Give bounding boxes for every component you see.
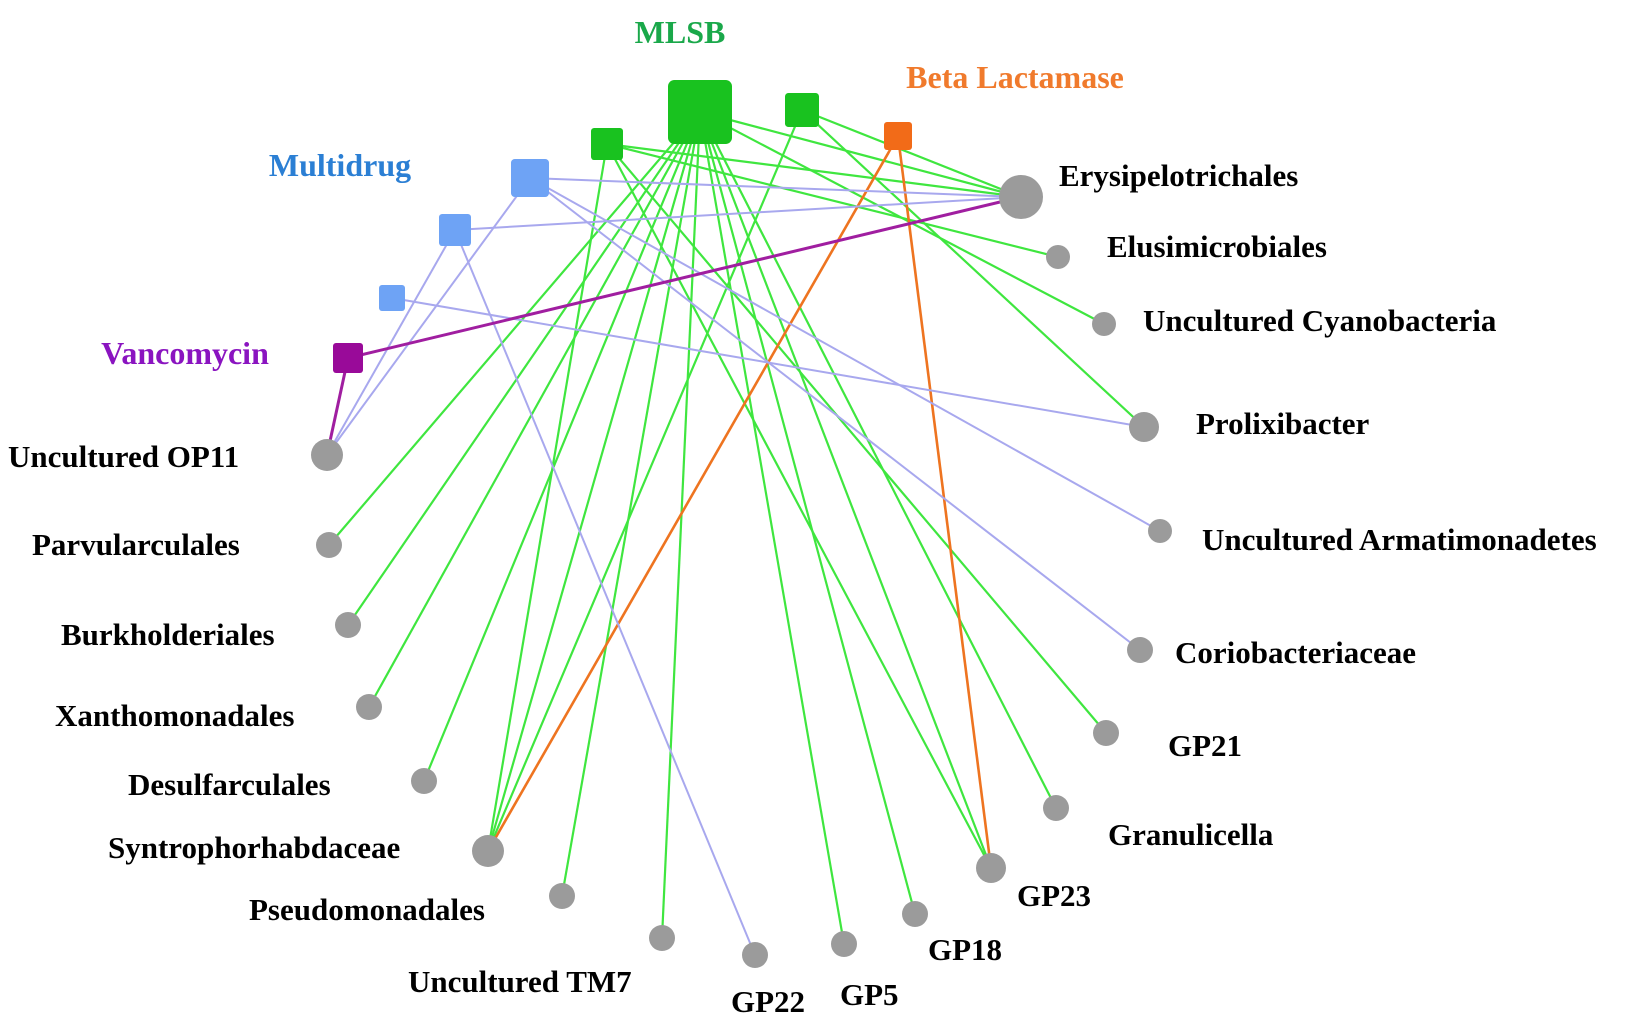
edge-mlsb_small-syntrophorhabdaceae (486, 143, 609, 852)
taxon-label-xanthomonadales: Xanthomonadales (55, 698, 294, 733)
taxon-node-xanthomonadales[interactable] (356, 694, 382, 720)
edge-multi_small-prolixibacter (391, 297, 1145, 428)
taxon-node-burkholderiales[interactable] (335, 612, 361, 638)
taxon-label-uncultured-op11: Uncultured OP11 (8, 439, 239, 474)
edge-multi_mid-gp22 (454, 229, 756, 956)
edge-mlsb_small-gp21 (606, 143, 1107, 734)
taxon-label-gp5: GP5 (840, 977, 899, 1012)
edges-layer (325, 108, 1161, 956)
taxon-label-syntrophorhabdaceae: Syntrophorhabdaceae (108, 830, 400, 865)
edge-mlsb_mid-syntrophorhabdaceae (486, 109, 804, 852)
taxon-node-uncultured_op11[interactable] (311, 439, 343, 471)
edge-mlsb_big-erysipelotrichales (699, 110, 1022, 199)
edge-mlsb_small-elusimicrobiales (606, 142, 1059, 259)
edge-multi_big-uncultured_armatimonadetes (529, 177, 1161, 532)
taxon-label-gp21: GP21 (1168, 728, 1242, 763)
taxon-node-gp23[interactable] (976, 853, 1006, 883)
taxon-node-granulicella[interactable] (1043, 795, 1069, 821)
taxon-node-gp22[interactable] (742, 942, 768, 968)
edge-mlsb_big-xanthomonadales (368, 111, 701, 708)
taxon-label-pseudomonadales: Pseudomonadales (249, 892, 485, 927)
group-label-beta-lactamase: Beta Lactamase (906, 59, 1124, 95)
edge-mlsb_big-desulfarculales (422, 111, 702, 782)
taxon-label-uncultured-cyanobacteria: Uncultured Cyanobacteria (1143, 303, 1497, 338)
edge-multi_big-coriobacteriaceae (529, 177, 1141, 651)
edge-multi_mid-erysipelotrichales (454, 196, 1022, 231)
edge-vanco-erysipelotrichales (347, 195, 1022, 360)
taxon-node-uncultured_cyanobacteria[interactable] (1092, 312, 1116, 336)
edge-multi_big-erysipelotrichales (529, 177, 1022, 198)
gene-node-multi_big[interactable] (511, 159, 549, 197)
edge-multi_big-uncultured_op11 (326, 177, 531, 456)
taxon-node-gp5[interactable] (831, 931, 857, 957)
edge-multi_mid-uncultured_op11 (326, 229, 456, 456)
taxon-label-gp18: GP18 (928, 932, 1002, 967)
nodes-layer (311, 80, 1172, 968)
taxon-label-parvularculales: Parvularculales (32, 527, 240, 562)
edge-mlsb_big-gp18 (698, 111, 917, 915)
gene-node-mlsb_small[interactable] (591, 128, 623, 160)
taxon-label-gp23: GP23 (1017, 878, 1091, 913)
taxon-label-granulicella: Granulicella (1108, 817, 1274, 852)
taxon-label-burkholderiales: Burkholderiales (61, 617, 275, 652)
edge-mlsb_big-syntrophorhabdaceae (486, 111, 702, 852)
edge-mlsb_big-parvularculales (328, 111, 701, 546)
group-label-vancomycin: Vancomycin (101, 335, 269, 371)
edge-mlsb_mid-prolixibacter (801, 109, 1145, 428)
edge-mlsb_big-gp5 (698, 111, 846, 945)
taxon-node-elusimicrobiales[interactable] (1046, 245, 1070, 269)
group-label-multidrug: Multidrug (269, 147, 411, 183)
edge-beta1-gp23 (896, 135, 993, 869)
taxon-node-pseudomonadales[interactable] (549, 883, 575, 909)
gene-node-multi_small[interactable] (379, 285, 405, 311)
taxon-node-erysipelotrichales[interactable] (999, 175, 1043, 219)
edge-vanco-uncultured_op11 (325, 357, 350, 456)
edge-mlsb_big-granulicella (699, 111, 1057, 809)
taxon-label-gp22: GP22 (731, 984, 805, 1019)
taxon-node-gp18[interactable] (902, 901, 928, 927)
taxon-label-erysipelotrichales: Erysipelotrichales (1059, 158, 1298, 193)
taxon-label-desulfarculales: Desulfarculales (128, 767, 331, 802)
taxon-node-uncultured_tm7[interactable] (649, 925, 675, 951)
edge-mlsb_big-uncultured_tm7 (660, 111, 702, 939)
taxon-node-uncultured_armatimonadetes[interactable] (1148, 519, 1172, 543)
edge-mlsb_small-erysipelotrichales (606, 142, 1022, 199)
gene-node-vanco[interactable] (333, 343, 363, 373)
gene-node-beta1[interactable] (884, 122, 912, 150)
group-label-mlsb: MLSB (635, 14, 726, 50)
taxon-node-syntrophorhabdaceae[interactable] (472, 835, 504, 867)
taxon-node-coriobacteriaceae[interactable] (1127, 637, 1153, 663)
taxon-node-desulfarculales[interactable] (411, 768, 437, 794)
taxon-node-gp21[interactable] (1093, 720, 1119, 746)
taxon-label-uncultured-armatimonadetes: Uncultured Armatimonadetes (1202, 522, 1597, 557)
edge-beta1-syntrophorhabdaceae (486, 135, 900, 852)
edge-mlsb_big-burkholderiales (347, 111, 701, 626)
gene-node-mlsb_big[interactable] (668, 80, 732, 144)
taxon-label-elusimicrobiales: Elusimicrobiales (1107, 229, 1327, 264)
edge-mlsb_small-gp23 (606, 143, 992, 869)
taxon-label-coriobacteriaceae: Coriobacteriaceae (1175, 635, 1416, 670)
taxon-label-prolixibacter: Prolixibacter (1196, 406, 1370, 441)
taxon-node-parvularculales[interactable] (316, 532, 342, 558)
edge-mlsb_mid-erysipelotrichales (801, 108, 1022, 199)
gene-node-multi_mid[interactable] (439, 214, 471, 246)
taxon-node-prolixibacter[interactable] (1129, 412, 1159, 442)
taxon-label-uncultured-tm7: Uncultured TM7 (408, 964, 632, 999)
gene-node-mlsb_mid[interactable] (785, 93, 819, 127)
edge-mlsb_big-pseudomonadales (560, 111, 702, 897)
